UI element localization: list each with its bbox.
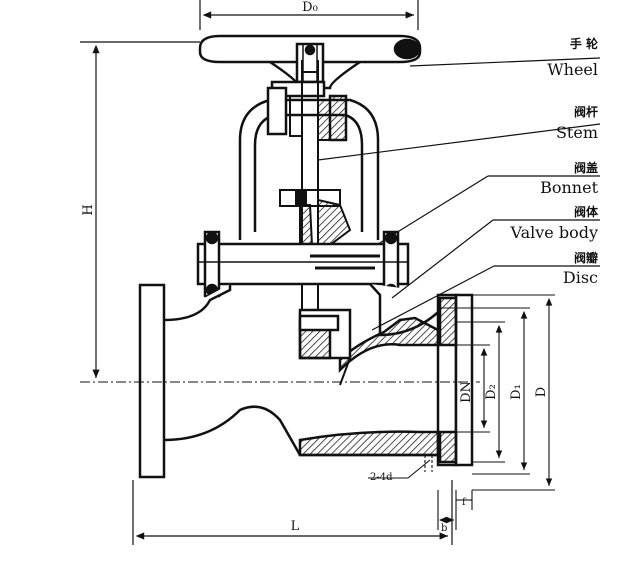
b-label: b [441, 523, 447, 534]
bonnet-en: Bonnet [540, 178, 598, 197]
d2-label: D₂ [484, 384, 499, 400]
flange-details [368, 455, 473, 530]
disc-en: Disc [563, 268, 598, 287]
dimension-l [132, 480, 453, 545]
valve-body [138, 283, 474, 479]
dimension-diameters [440, 294, 555, 491]
d-label: D [534, 387, 549, 397]
part-labels: 手 轮 Wheel 阀杆 Stem 阀盖 Bonnet 阀体 Valve bod… [510, 36, 599, 287]
bolt-holes-label: 2-4d [370, 472, 393, 483]
l-label: L [291, 519, 300, 534]
wheel-en: Wheel [547, 60, 598, 79]
wheel-cn: 手 轮 [570, 36, 599, 51]
valve-body-cn: 阀体 [574, 204, 599, 219]
h-label: H [81, 204, 96, 215]
dimension-d0 [199, 0, 419, 30]
f-label: f [462, 497, 467, 508]
leader-lines [317, 57, 601, 331]
d0-label: D₀ [302, 0, 318, 15]
handwheel [198, 34, 422, 90]
stem-cn: 阀杆 [574, 104, 598, 119]
dn-label: DN [459, 381, 474, 403]
valve-body-en: Valve body [510, 223, 599, 242]
dimension-h [80, 41, 200, 378]
bonnet-neck [317, 198, 352, 246]
d1-label: D₁ [509, 384, 524, 400]
bonnet-flange [196, 230, 410, 298]
stem-en: Stem [556, 123, 598, 142]
bonnet-cn: 阀盖 [574, 160, 598, 175]
disc-cn: 阀瓣 [574, 250, 598, 265]
